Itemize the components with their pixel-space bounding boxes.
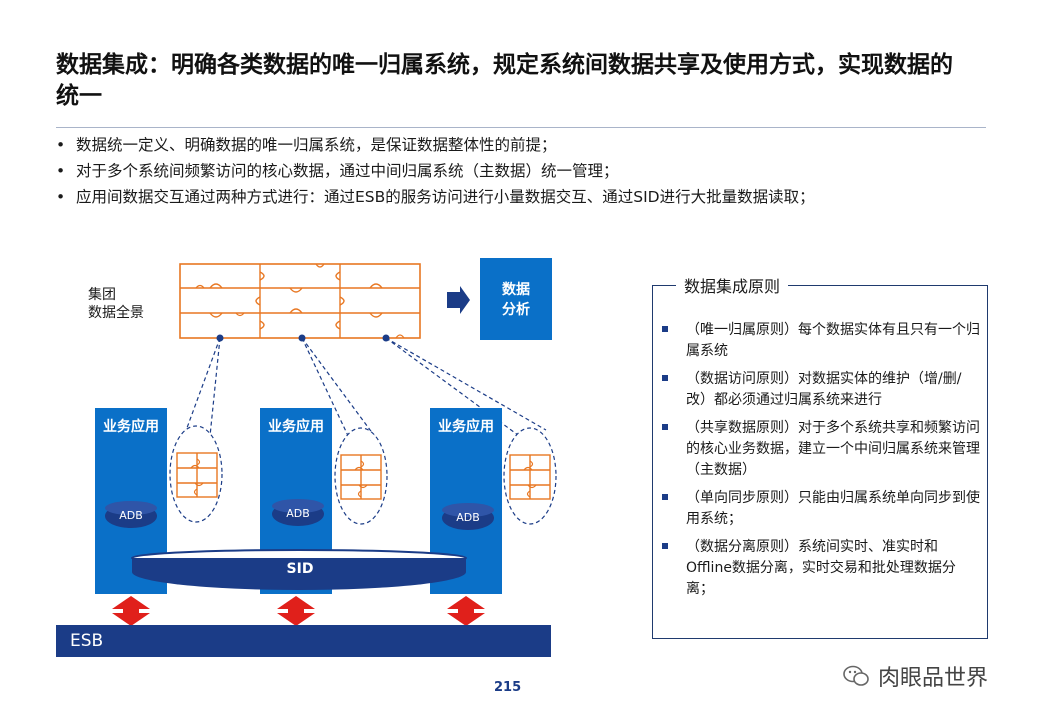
bullet-item: • 应用间数据交互通过两种方式进行：通过ESB的服务访问进行小量数据交互、通过SI… (56, 184, 815, 210)
sid-bus (131, 549, 467, 590)
principle-text: （数据访问原则）对数据实体的维护（增/删/改）都必须通过归属系统来进行 (686, 371, 962, 408)
bullet-item: • 数据统一定义、明确数据的唯一归属系统，是保证数据整体性的前提； (56, 132, 815, 158)
bullet-glyph: • (56, 188, 66, 206)
esb-label: ESB (70, 631, 104, 651)
business-app-label-3: 业务应用 (438, 419, 494, 435)
owned-data-ellipse-1 (169, 425, 223, 523)
square-bullet-icon (662, 326, 668, 332)
wechat-icon (843, 665, 869, 686)
principle-text: （数据分离原则）系统间实时、准实时和Offline数据分离，实时交易和批处理数据… (686, 539, 956, 597)
principle-item: （唯一归属原则）每个数据实体有且只有一个归属系统 (658, 320, 980, 362)
principles-title: 数据集成原则 (676, 276, 789, 298)
group-data-label: 集团 数据全景 (88, 286, 144, 322)
bullet-glyph: • (56, 162, 66, 180)
double-arrow-icon (112, 596, 485, 626)
principle-item: （单向同步原则）只能由归属系统单向同步到使用系统； (658, 488, 980, 530)
business-app-label-1: 业务应用 (103, 419, 159, 435)
square-bullet-icon (662, 494, 668, 500)
esb-bus (56, 625, 551, 657)
adb-label-2: ADB (286, 507, 310, 520)
adb-cylinder-1 (105, 501, 157, 528)
business-app-label-2: 业务应用 (268, 419, 324, 435)
title-divider (56, 127, 986, 128)
bullet-text: 对于多个系统间频繁访问的核心数据，通过中间归属系统（主数据）统一管理； (76, 162, 619, 180)
owned-data-ellipse-2 (334, 427, 388, 525)
square-bullet-icon (662, 424, 668, 430)
bullet-glyph: • (56, 136, 66, 154)
principle-item: （共享数据原则）对于多个系统共享和频繁访问的核心业务数据，建立一个中间归属系统来… (658, 418, 980, 481)
group-label-line2: 数据全景 (88, 305, 144, 321)
principle-text: （单向同步原则）只能由归属系统单向同步到使用系统； (686, 490, 980, 527)
group-label-line1: 集团 (88, 287, 116, 303)
analysis-line1: 数据 (502, 282, 530, 298)
bullet-list: • 数据统一定义、明确数据的唯一归属系统，是保证数据整体性的前提； • 对于多个系统… (56, 132, 815, 210)
square-bullet-icon (662, 375, 668, 381)
sid-label: SID (286, 561, 314, 577)
data-landscape-puzzle (179, 263, 421, 339)
adb-label-1: ADB (119, 509, 143, 522)
watermark-text: 肉眼品世界 (878, 666, 989, 691)
data-analysis-box (480, 258, 552, 340)
square-bullet-icon (662, 543, 668, 549)
adb-cylinder-3 (442, 503, 494, 530)
owned-data-ellipse-3 (503, 427, 557, 525)
principle-text: （唯一归属原则）每个数据实体有且只有一个归属系统 (686, 322, 980, 359)
adb-label-3: ADB (456, 511, 480, 524)
bullet-text: 应用间数据交互通过两种方式进行：通过ESB的服务访问进行小量数据交互、通过SID… (76, 188, 815, 206)
page-number: 215 (494, 680, 522, 695)
page-title: 数据集成：明确各类数据的唯一归属系统，规定系统间数据共享及使用方式，实现数据的统… (56, 52, 953, 109)
analysis-line2: 分析 (502, 302, 530, 318)
adb-cylinder-2 (272, 499, 324, 526)
bullet-item: • 对于多个系统间频繁访问的核心数据，通过中间归属系统（主数据）统一管理； (56, 158, 815, 184)
principle-item: （数据访问原则）对数据实体的维护（增/删/改）都必须通过归属系统来进行 (658, 369, 980, 411)
principle-item: （数据分离原则）系统间实时、准实时和Offline数据分离，实时交易和批处理数据… (658, 537, 980, 600)
bullet-text: 数据统一定义、明确数据的唯一归属系统，是保证数据整体性的前提； (76, 136, 557, 154)
principles-box (652, 285, 988, 639)
arrow-right-icon (447, 286, 470, 314)
principle-text: （共享数据原则）对于多个系统共享和频繁访问的核心业务数据，建立一个中间归属系统来… (686, 420, 980, 478)
principles-list: （唯一归属原则）每个数据实体有且只有一个归属系统 （数据访问原则）对数据实体的维… (658, 320, 980, 607)
data-analysis-label: 数据 分析 (480, 280, 552, 320)
